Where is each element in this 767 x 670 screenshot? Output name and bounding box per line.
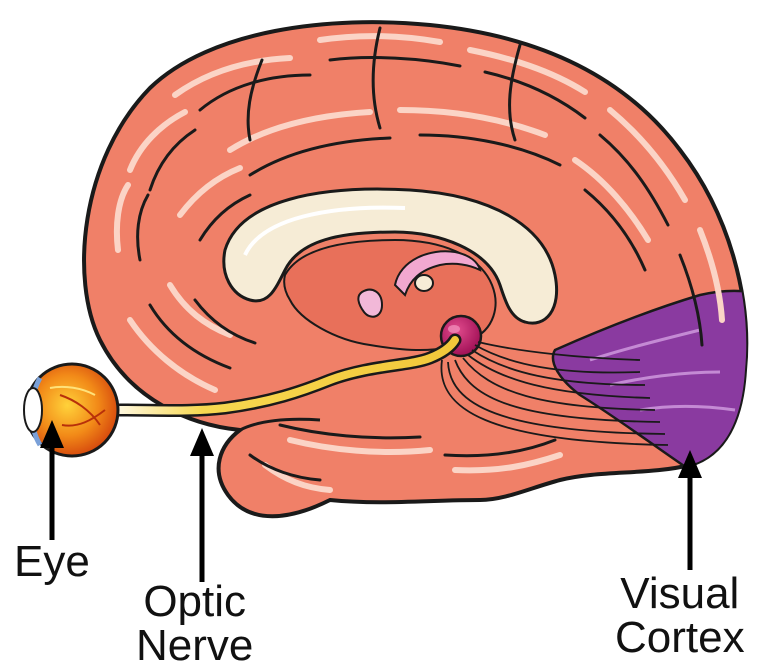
optic-nerve-arrow	[190, 428, 214, 582]
optic-nerve-label-line2: Nerve	[136, 624, 253, 668]
eye-label: Eye	[14, 540, 90, 584]
optic-nerve-label: Optic Nerve	[136, 580, 253, 668]
visual-cortex-label-line2: Cortex	[615, 616, 745, 660]
visual-cortex-label: Visual Cortex	[615, 572, 745, 660]
anterior-commissure	[415, 275, 433, 291]
eye-illustration	[24, 364, 118, 456]
visual-cortex-label-line1: Visual	[615, 572, 745, 616]
optic-nerve-label-line1: Optic	[136, 580, 253, 624]
